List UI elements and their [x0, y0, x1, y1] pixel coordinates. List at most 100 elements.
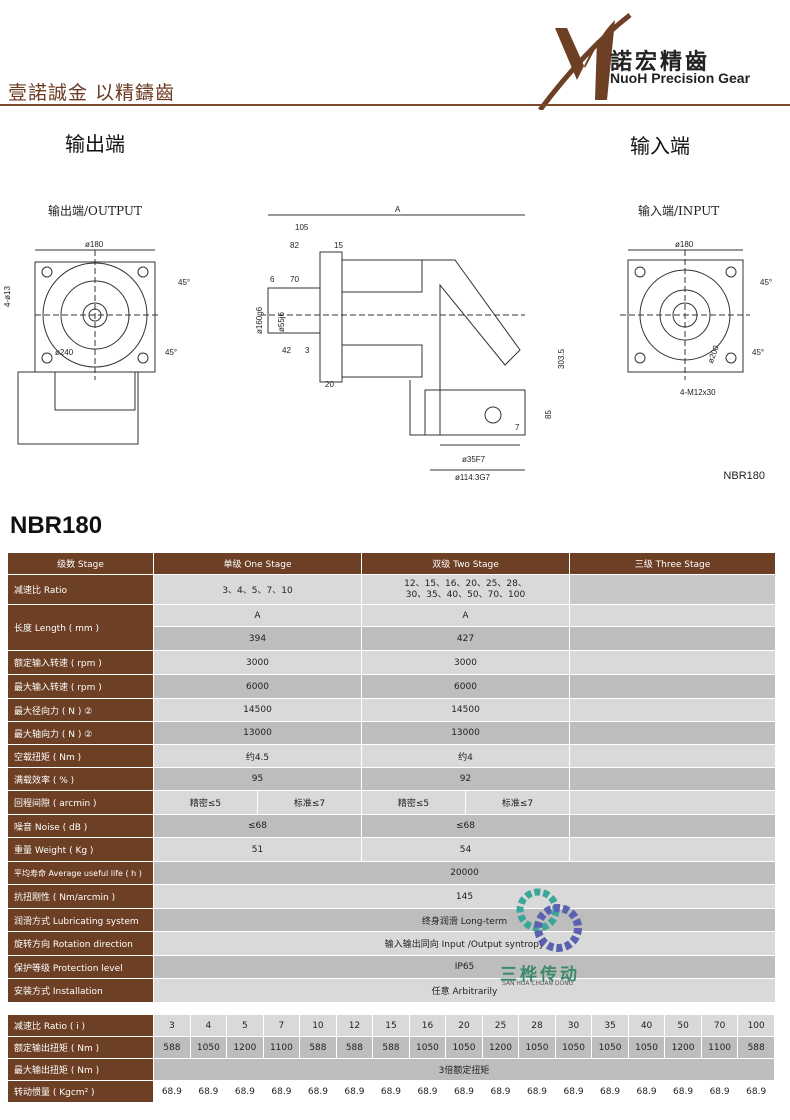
torque-cell: 1200 — [481, 1036, 520, 1059]
inertia-cell: 68.9 — [664, 1080, 702, 1103]
dim-mid-5: 70 — [290, 275, 299, 284]
torque-cell: 1200 — [664, 1036, 702, 1059]
inertia-cell: 68.9 — [153, 1080, 191, 1103]
max-speed-2: 6000 — [360, 674, 571, 699]
inertia-cell: 68.9 — [189, 1080, 228, 1103]
inertia-cell: 68.9 — [627, 1080, 666, 1103]
dim-right-1: ø200 — [706, 344, 721, 365]
inertia-cell: 68.9 — [262, 1080, 301, 1103]
dim-right-4: 4-M12x30 — [680, 388, 716, 397]
ratio-three — [569, 574, 777, 605]
brand-name-cn: 諾宏精齒 — [610, 49, 711, 75]
inertia-cell: 68.9 — [335, 1080, 374, 1103]
backlash-label: 回程间隙 ( arcmin ) — [7, 790, 154, 815]
slogan: 壹諾誠金 以精鑄齒 — [8, 82, 176, 104]
noload-2: 约4 — [360, 744, 571, 768]
ratio-one: 3、4、5、7、10 — [153, 574, 362, 605]
eff-2: 92 — [360, 767, 571, 791]
input-title: 输入端 — [630, 134, 690, 158]
output-title: 输出端 — [65, 132, 125, 156]
length-a1: A — [153, 604, 362, 627]
eff-label: 满载效率 ( % ) — [7, 767, 154, 791]
dim-left-1: 4-ø13 — [3, 286, 12, 307]
torque-cell: 1100 — [262, 1036, 301, 1059]
prot-label: 保护等级 Protection level — [7, 955, 154, 979]
axial-label: 最大轴向力 ( N ) ② — [7, 721, 154, 745]
output-label: 输出端/OUTPUT — [48, 203, 142, 218]
technical-drawing: 输出端/OUTPUT ø180 4-ø13 ø240 45° 45° A 105… — [3, 203, 772, 482]
lube-label: 润滑方式 Lubricating system — [7, 908, 154, 932]
gear-icon — [516, 888, 582, 952]
ratio-cell: 70 — [700, 1014, 739, 1037]
header-divider — [0, 104, 790, 106]
backlash-1b: 标准≤7 — [257, 790, 362, 815]
eff-1: 95 — [153, 767, 362, 791]
ratio-cell: 15 — [372, 1014, 410, 1037]
ratio-cell: 35 — [591, 1014, 629, 1037]
weight-2: 54 — [360, 837, 571, 862]
radial-label: 最大径向力 ( N ) ② — [7, 698, 154, 722]
dim-right-0: ø180 — [675, 240, 694, 249]
torque-cell: 1050 — [627, 1036, 666, 1059]
ratio-cell: 40 — [627, 1014, 666, 1037]
rated-speed-1: 3000 — [153, 650, 362, 675]
ratio-cell: 5 — [226, 1014, 264, 1037]
max-speed-1: 6000 — [153, 674, 362, 699]
watermark: 三桦传动 SAN HUA CHUAN DONG — [500, 880, 595, 987]
dim-mid-3: 15 — [334, 241, 343, 250]
torque-cell: 1050 — [445, 1036, 483, 1059]
model-title: NBR180 — [10, 512, 103, 539]
dim-mid-10: 20 — [325, 380, 334, 389]
torque-cell: 1050 — [189, 1036, 228, 1059]
backlash-2a: 精密≤5 — [361, 790, 466, 815]
max-torque-value: 3倍额定扭矩 — [153, 1058, 775, 1081]
inst-label: 安装方式 Installation — [7, 978, 154, 1003]
ratio-cell: 16 — [408, 1014, 447, 1037]
brand-logo-icon — [538, 13, 632, 110]
dim-mid-0: A — [395, 205, 401, 214]
ratio-cell: 25 — [481, 1014, 520, 1037]
page-header: 諾宏精齒 NuoH Precision Gear 壹諾誠金 以精鑄齒 — [0, 0, 790, 110]
ratio-two: 12、15、16、20、25、28、30、35、40、50、70、100 — [360, 574, 571, 605]
rated-speed-2: 3000 — [360, 650, 571, 675]
ratio-cell: 50 — [664, 1014, 702, 1037]
dim-left-3: 45° — [178, 278, 190, 287]
head-stage: 级数 Stage — [7, 552, 154, 575]
watermark-cn: 三桦传动 — [500, 965, 580, 985]
inertia-cell: 68.9 — [700, 1080, 739, 1103]
torque-cell: 588 — [737, 1036, 775, 1059]
prot-value: IP65 — [152, 955, 777, 979]
radial-1: 14500 — [153, 698, 362, 722]
dim-mid-14: ø35F7 — [462, 455, 486, 464]
inertia-cell: 68.9 — [299, 1080, 337, 1103]
inertia-cell: 68.9 — [481, 1080, 520, 1103]
noise-label: 噪音 Noise ( dB ) — [7, 814, 154, 838]
torque-cell: 588 — [153, 1036, 191, 1059]
ratio-cell: 3 — [153, 1014, 191, 1037]
input-label: 输入端/INPUT — [638, 203, 719, 218]
noise-2: ≤68 — [360, 814, 571, 838]
torque-cell: 588 — [372, 1036, 410, 1059]
spec-table: 级数 Stage 单级 One Stage 双级 Two Stage 三级 Th… — [7, 552, 777, 1003]
ratio-cell: 7 — [262, 1014, 301, 1037]
length-label: 长度 Length ( mm ) — [7, 604, 154, 651]
torque-cell: 1050 — [591, 1036, 629, 1059]
lube-value: 终身润滑 Long-term — [152, 908, 777, 932]
dim-mid-1: 105 — [295, 223, 309, 232]
head-one-stage: 单级 One Stage — [153, 552, 362, 575]
inertia-cell: 68.9 — [591, 1080, 629, 1103]
length-v1: 394 — [153, 626, 362, 651]
rot-value: 输入输出同向 Input /Output syntropy — [152, 931, 777, 956]
weight-label: 重量 Weight ( Kg ) — [7, 837, 154, 862]
torque-cell: 1100 — [700, 1036, 739, 1059]
inertia-row-label: 转动惯量 ( Kgcm² ) — [6, 1080, 155, 1103]
torque-cell: 1200 — [226, 1036, 264, 1059]
dim-mid-11: 303.5 — [557, 348, 566, 369]
drawing-model-label: NBR180 — [723, 470, 765, 482]
backlash-1a: 精密≤5 — [153, 790, 258, 815]
inertia-cell: 68.9 — [372, 1080, 410, 1103]
brand-name-en: NuoH Precision Gear — [610, 70, 751, 86]
dim-left-0: ø180 — [85, 240, 104, 249]
ratio-cell: 30 — [554, 1014, 593, 1037]
ratio-cell: 10 — [299, 1014, 337, 1037]
